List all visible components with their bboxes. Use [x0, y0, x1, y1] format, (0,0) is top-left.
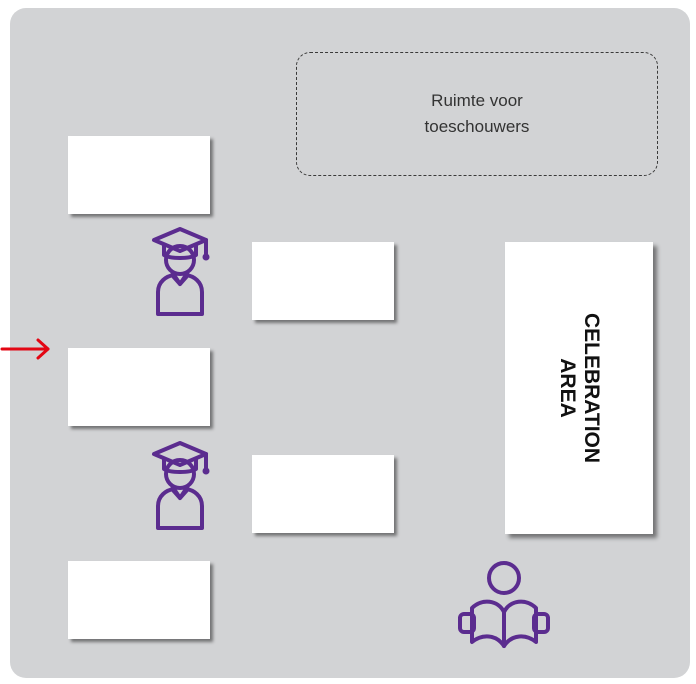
station-box-3 — [68, 561, 210, 639]
celebration-area-label: CELEBRATION AREA — [555, 313, 603, 463]
celebration-area-label-line2: AREA — [556, 358, 579, 418]
celebration-area-label-line1: CELEBRATION — [580, 312, 603, 464]
station-box-2 — [68, 348, 210, 426]
reader-icon — [458, 561, 550, 648]
entrance-arrow-icon — [0, 338, 50, 360]
station-box-5 — [252, 455, 394, 533]
celebration-area: CELEBRATION AREA — [505, 242, 653, 534]
spectator-area: Ruimte voor toeschouwers — [296, 52, 658, 176]
graduate-icon — [152, 227, 210, 316]
spectator-area-label-line2: toeschouwers — [424, 117, 530, 136]
station-box-1 — [68, 136, 210, 214]
spectator-area-label-line1: Ruimte voor — [431, 91, 523, 110]
station-box-4 — [252, 242, 394, 320]
graduate-icon — [152, 441, 210, 530]
